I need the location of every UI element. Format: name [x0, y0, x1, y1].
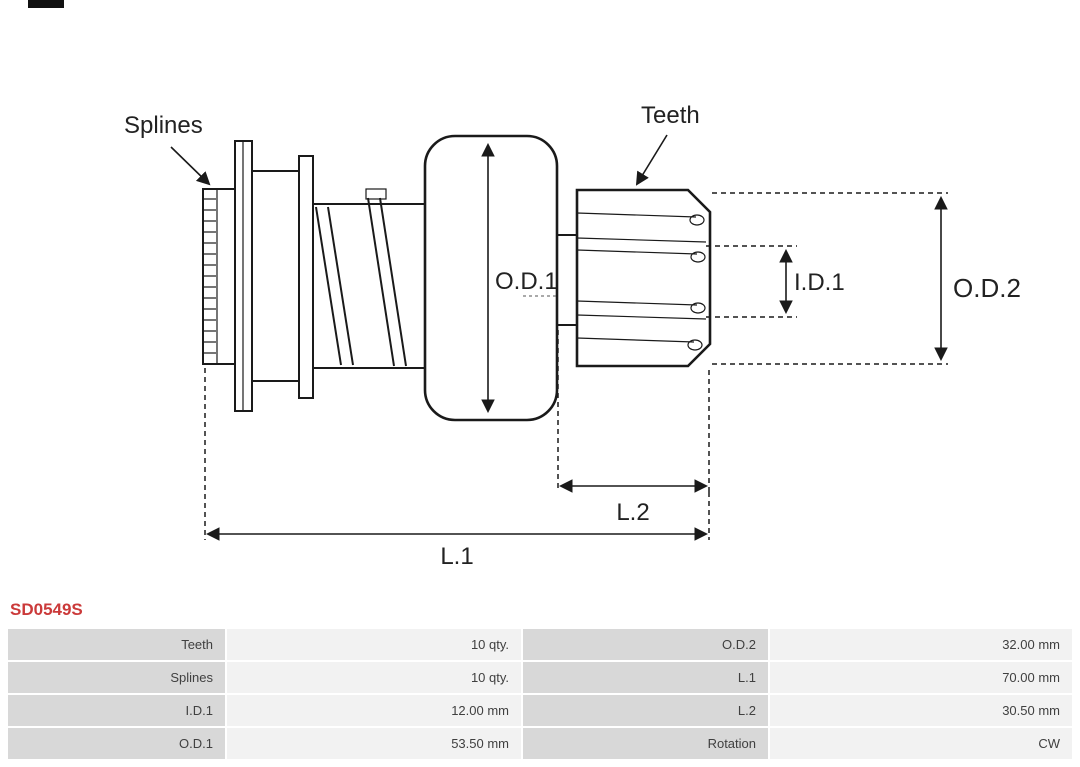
- spec-value-l1: 70.00 mm: [770, 662, 1072, 693]
- splines-arrow: [170, 146, 211, 186]
- shaft-step: [556, 234, 578, 326]
- spec-value-rotation: CW: [770, 728, 1072, 759]
- spec-label-splines: Splines: [8, 662, 225, 693]
- spec-value-l2: 30.50 mm: [770, 695, 1072, 726]
- spec-label-id1: I.D.1: [8, 695, 225, 726]
- flange-disc-1: [234, 140, 253, 412]
- spec-label-od2: O.D.2: [523, 629, 768, 660]
- splines-label: Splines: [124, 112, 203, 139]
- teeth-label: Teeth: [641, 102, 700, 129]
- id1-label: I.D.1: [794, 269, 845, 296]
- spec-value-od2: 32.00 mm: [770, 629, 1072, 660]
- teeth-arrow: [635, 134, 668, 186]
- spring: [313, 188, 425, 369]
- part-number: SD0549S: [10, 600, 83, 619]
- od1-label: O.D.1: [495, 268, 558, 295]
- dim-id1: I.D.1: [706, 245, 845, 318]
- spec-value-teeth: 10 qty.: [227, 629, 521, 660]
- flange-disc-2: [298, 155, 314, 399]
- spec-label-od1: O.D.1: [8, 728, 225, 759]
- dim-od2: O.D.2: [712, 192, 1021, 365]
- pinion-gear: [575, 188, 712, 368]
- spec-label-l1: L.1: [523, 662, 768, 693]
- clutch-drum: [251, 170, 300, 382]
- spec-label-l2: L.2: [523, 695, 768, 726]
- spec-label-rotation: Rotation: [523, 728, 768, 759]
- logo-fragment: [28, 0, 64, 8]
- splines-callout: Splines: [124, 112, 211, 186]
- od2-label: O.D.2: [953, 273, 1021, 303]
- spec-value-id1: 12.00 mm: [227, 695, 521, 726]
- dim-l1: L.1: [204, 368, 710, 570]
- spec-value-splines: 10 qty.: [227, 662, 521, 693]
- spec-label-teeth: Teeth: [8, 629, 225, 660]
- dim-l2: L.2: [557, 330, 710, 526]
- dim-od1: O.D.1: [481, 142, 558, 414]
- l2-label: L.2: [616, 499, 649, 526]
- spec-table: Teeth 10 qty. O.D.2 32.00 mm Splines 10 …: [8, 629, 1072, 759]
- spline-shaft: [202, 188, 236, 365]
- teeth-callout: Teeth: [635, 102, 700, 186]
- spec-value-od1: 53.50 mm: [227, 728, 521, 759]
- technical-drawing: Splines Teeth: [124, 102, 1021, 570]
- l1-label: L.1: [440, 543, 473, 570]
